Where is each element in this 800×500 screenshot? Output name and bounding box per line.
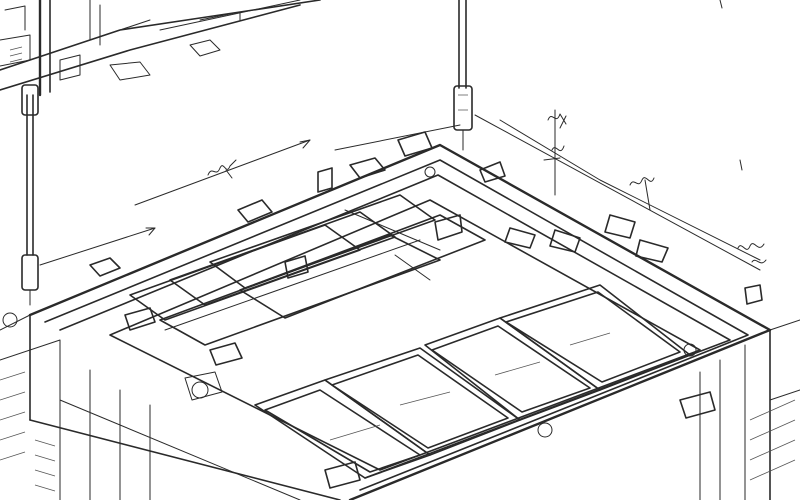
bolt-icon (2, 312, 18, 328)
annotation-scribble-1 (207, 159, 237, 179)
bracket-icon (679, 391, 716, 419)
bolt-icon (424, 166, 436, 178)
bracket-icon (109, 61, 151, 81)
dimension-line-3 (474, 114, 761, 271)
bracket-icon (604, 214, 636, 239)
bracket-icon (124, 307, 156, 331)
dimension-line-2 (39, 227, 156, 266)
bolt-icon (191, 381, 209, 399)
panel-7 (499, 284, 691, 391)
bracket-icon (549, 229, 581, 253)
bracket-icon (349, 157, 386, 179)
bracket-icon (317, 167, 333, 193)
upper-assembly (0, 0, 723, 97)
bracket-icon (324, 461, 361, 489)
bracket-icon (744, 284, 763, 305)
annotation-scribble-4 (737, 243, 767, 264)
panel-3 (239, 214, 486, 319)
bracket-icon (237, 199, 273, 223)
bracket-icon (397, 131, 433, 157)
annotation-scribble-2 (547, 113, 567, 152)
bracket-icon (434, 214, 463, 241)
fasteners (2, 131, 763, 489)
dimension-lines (39, 109, 761, 271)
bracket-icon (89, 257, 121, 277)
bracket-icon (504, 227, 536, 249)
annotations (207, 113, 767, 264)
dimension-line-1 (134, 139, 311, 206)
bracket-icon (209, 342, 243, 366)
bracket-icon (635, 239, 669, 263)
left-rod (21, 84, 39, 306)
bolt-icon (683, 343, 697, 357)
bracket-icon (479, 161, 506, 183)
panel-2 (209, 194, 436, 289)
center-rod (453, 0, 473, 151)
annotation-scribble-3 (629, 177, 655, 186)
main-frame (0, 143, 800, 500)
bolt-icon (537, 422, 553, 438)
panel-5 (324, 347, 521, 456)
annotation-scribble-5 (543, 115, 567, 161)
panel-group-front (254, 284, 691, 479)
panel-group-back (129, 194, 486, 346)
bracket-icon (284, 255, 309, 279)
